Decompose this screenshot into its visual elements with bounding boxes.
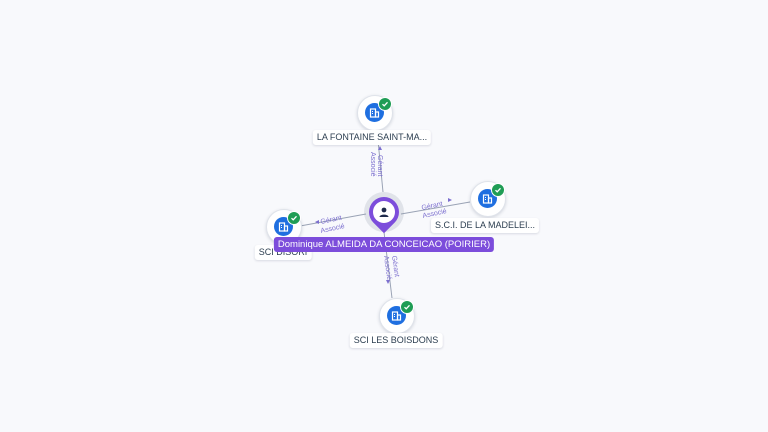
edge-arrow [448,198,452,202]
check-icon [287,211,301,225]
company-label[interactable]: LA FONTAINE SAINT-MA... [312,130,432,145]
edge-arrow [378,146,382,150]
company-label[interactable]: SCI LES BOISDONS [349,333,443,348]
edge-label-associe: Associé [422,208,448,220]
edge-label-associe: Associé [382,255,392,280]
edge-disori [299,213,367,227]
check-icon [400,300,414,314]
person-name-label[interactable]: Dominique ALMEIDA DA CONCEICAO (POIRIER) [273,237,495,252]
company-node-la-fontaine[interactable] [357,95,393,131]
edge-label-associe: Associé [369,152,376,177]
edge-madeleine [400,201,471,215]
person-node[interactable] [362,190,406,234]
person-icon [373,201,395,223]
check-icon [378,97,392,111]
edge-label-gerant: Gérant [390,255,400,277]
check-icon [491,183,505,197]
edge-label-gerant: Gérant [376,155,383,176]
edge-label-associe: Associé [320,223,346,235]
company-node-madeleine[interactable] [470,181,506,217]
edge-label-gerant: Gérant [320,215,342,226]
edge-arrow [315,220,319,224]
company-label[interactable]: S.C.I. DE LA MADELEI... [430,218,540,233]
edge-label-gerant: Gérant [421,201,443,212]
company-node-boisdons[interactable] [379,298,415,334]
edge-arrow [386,280,390,284]
